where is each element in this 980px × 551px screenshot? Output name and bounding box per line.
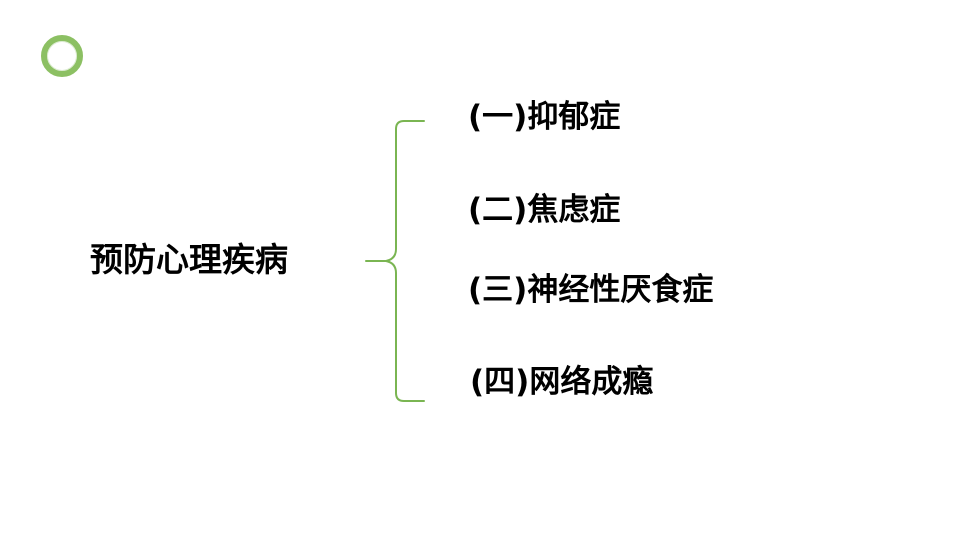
curly-brace-icon	[365, 120, 425, 402]
ring-logo-icon	[41, 35, 83, 77]
main-topic: 预防心理疾病	[90, 240, 288, 279]
list-item-internet-addiction: (四)网络成瘾	[470, 364, 654, 400]
list-item-anorexia: (三)神经性厌食症	[468, 272, 714, 308]
list-item-anxiety: (二)焦虑症	[468, 192, 621, 228]
list-item-depression: (一)抑郁症	[468, 99, 621, 135]
